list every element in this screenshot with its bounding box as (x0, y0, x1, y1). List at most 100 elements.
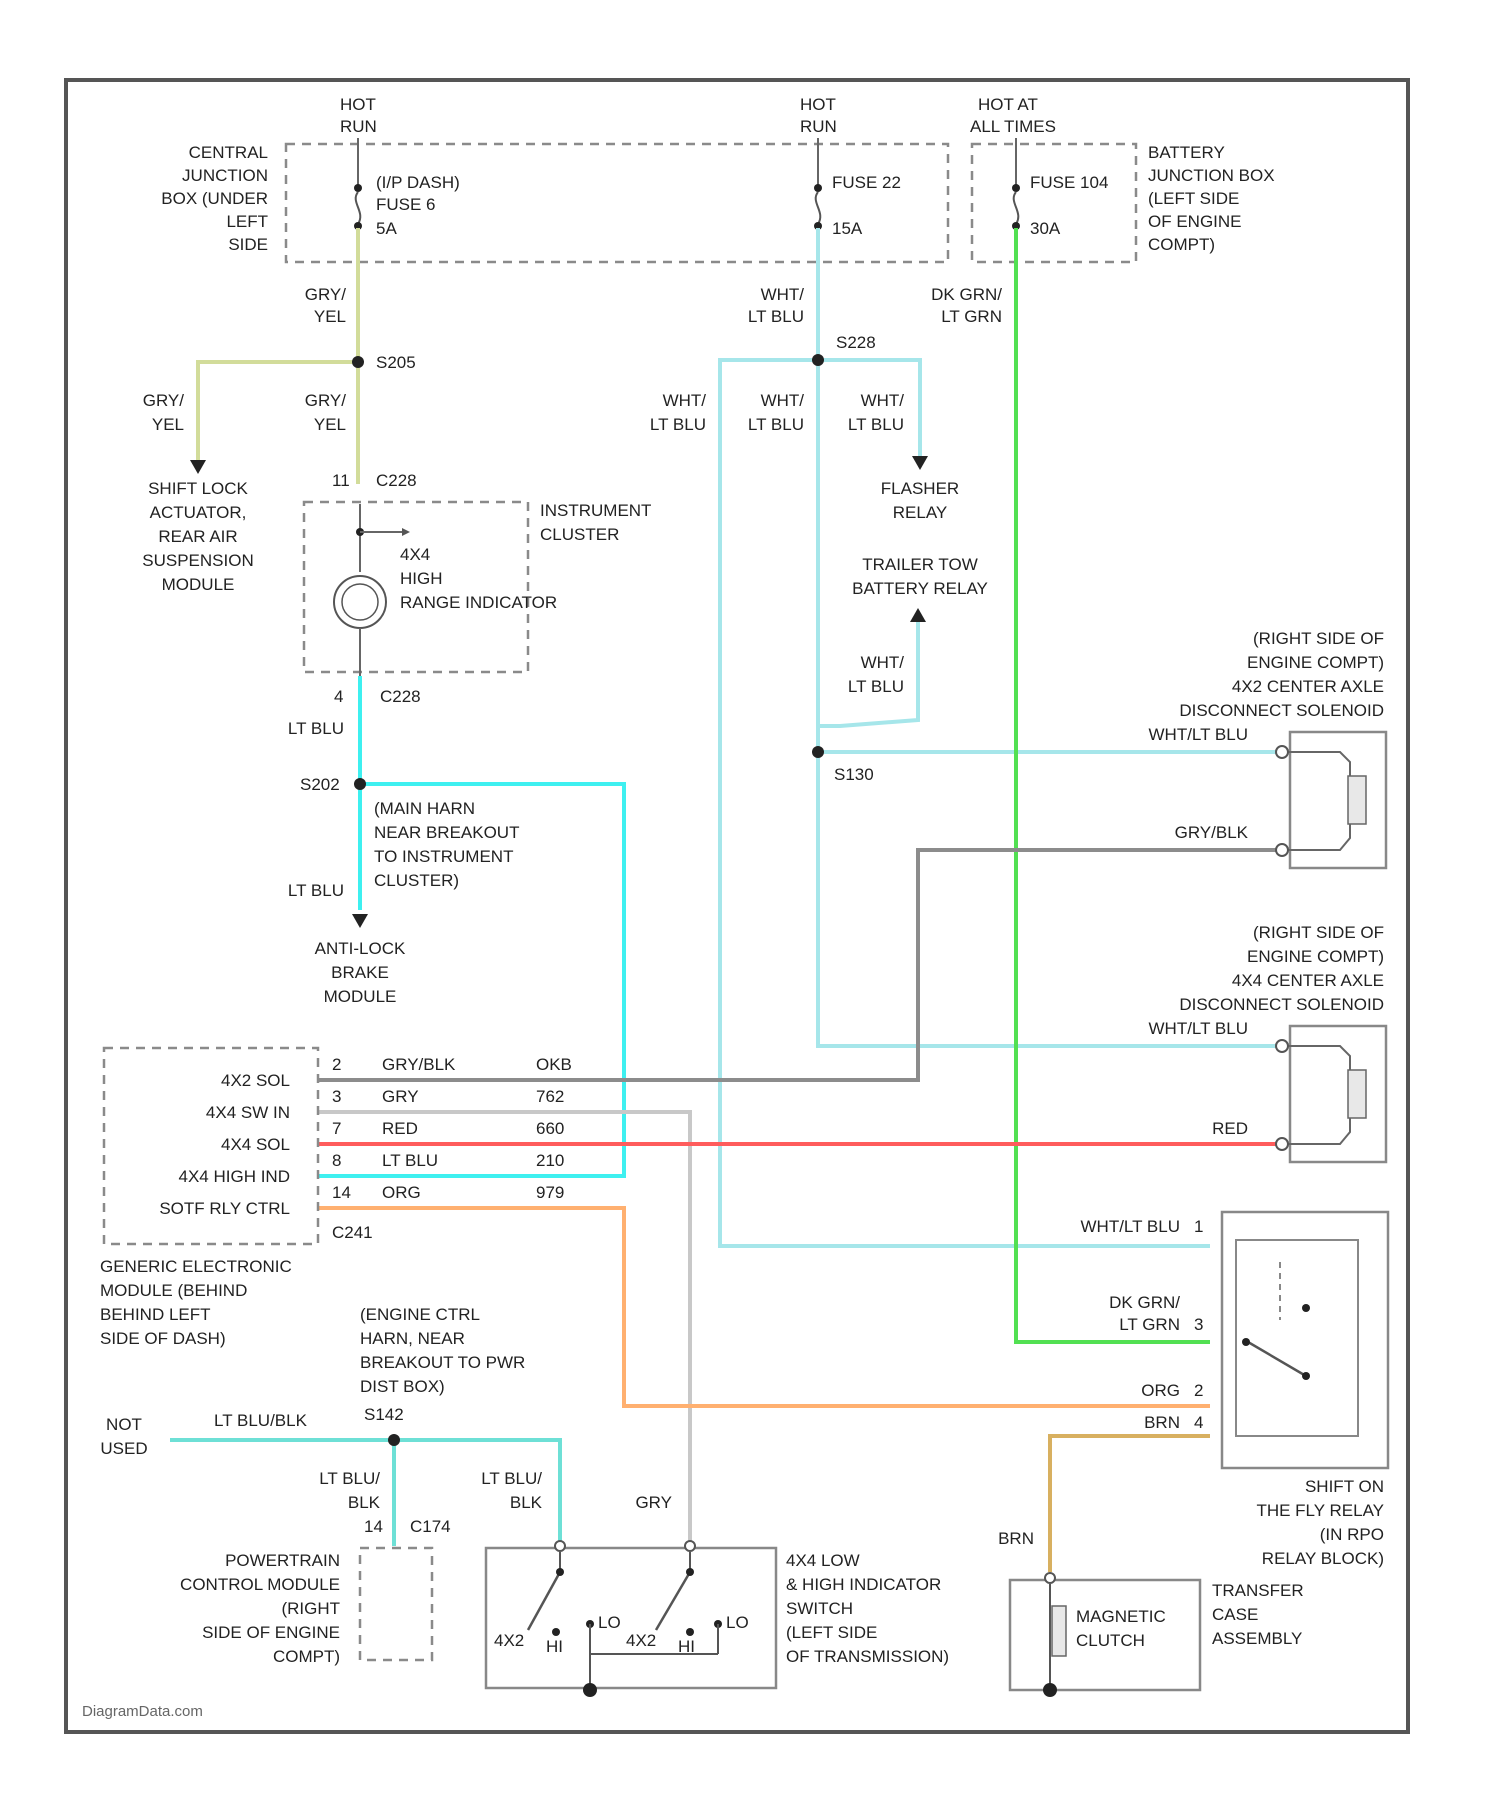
svg-text:4X2: 4X2 (494, 1631, 524, 1650)
svg-text:OF TRANSMISSION): OF TRANSMISSION) (786, 1647, 949, 1666)
label-wht-ltblu-sol2: WHT/LT BLU (1149, 1019, 1249, 1038)
svg-text:(LEFT SIDE: (LEFT SIDE (786, 1623, 877, 1642)
svg-text:979: 979 (536, 1183, 564, 1202)
gem-pin-numbers: 2 3 7 8 14 (332, 1055, 351, 1202)
svg-text:GRY/: GRY/ (143, 391, 185, 410)
fuse-104-label: FUSE 104 (1030, 173, 1108, 192)
label-gry-yel-1: GRY/ YEL (305, 285, 347, 326)
source-hot-all-times: HOT AT ALL TIMES (970, 95, 1056, 136)
svg-text:8: 8 (332, 1151, 341, 1170)
label-ltblu-blk: LT BLU/BLK (214, 1411, 308, 1430)
abs-module-label: ANTI-LOCK BRAKE MODULE (315, 939, 406, 1006)
svg-text:BOX (UNDER: BOX (UNDER (161, 189, 268, 208)
clutch-coil-icon (1052, 1606, 1066, 1656)
svg-text:GRY: GRY (382, 1087, 419, 1106)
connector-c241: C241 (332, 1223, 373, 1242)
svg-text:ORG: ORG (382, 1183, 421, 1202)
svg-text:3: 3 (1194, 1315, 1203, 1334)
svg-text:BATTERY RELAY: BATTERY RELAY (852, 579, 988, 598)
svg-text:RELAY: RELAY (893, 503, 948, 522)
svg-text:WHT/: WHT/ (761, 391, 805, 410)
splice-s205 (352, 356, 364, 368)
svg-text:SWITCH: SWITCH (786, 1599, 853, 1618)
svg-text:CLUSTER: CLUSTER (540, 525, 619, 544)
svg-text:WHT/: WHT/ (861, 391, 905, 410)
fuse-22-label: FUSE 22 (832, 173, 901, 192)
svg-text:RELAY BLOCK): RELAY BLOCK) (1262, 1549, 1384, 1568)
svg-text:DISCONNECT SOLENOID: DISCONNECT SOLENOID (1179, 701, 1384, 720)
svg-text:FLASHER: FLASHER (881, 479, 959, 498)
label-wht-ltblu-3: WHT/ LT BLU (748, 391, 804, 434)
not-used-label: NOT USED (100, 1415, 147, 1458)
svg-text:S142: S142 (364, 1405, 404, 1424)
svg-text:HIGH: HIGH (400, 569, 443, 588)
svg-text:5A: 5A (376, 219, 397, 238)
switch-contacts-icon (528, 1552, 722, 1690)
svg-text:LT BLU: LT BLU (748, 307, 804, 326)
label-ltblu-blk-2: LT BLU/ BLK (481, 1469, 542, 1512)
svg-text:WHT/: WHT/ (861, 653, 905, 672)
svg-text:14: 14 (364, 1517, 383, 1536)
switch-position-labels: 4X2 HI LO 4X2 HI LO (494, 1613, 749, 1656)
svg-text:GENERIC ELECTRONIC: GENERIC ELECTRONIC (100, 1257, 292, 1276)
svg-text:4X4 SOL: 4X4 SOL (221, 1135, 290, 1154)
svg-text:GRY/BLK: GRY/BLK (382, 1055, 456, 1074)
label-dkgrn-ltgrn-relay: DK GRN/ LT GRN (1109, 1293, 1180, 1334)
svg-text:SHIFT LOCK: SHIFT LOCK (148, 479, 248, 498)
gem-module-label: GENERIC ELECTRONIC MODULE (BEHIND BEHIND… (100, 1257, 292, 1348)
harness-note-label: (MAIN HARN NEAR BREAKOUT TO INSTRUMENT C… (374, 799, 519, 890)
svg-text:(RIGHT: (RIGHT (281, 1599, 340, 1618)
instrument-cluster-label: INSTRUMENT CLUSTER (540, 501, 651, 544)
svg-text:4X2: 4X2 (626, 1631, 656, 1650)
svg-text:LT BLU: LT BLU (650, 415, 706, 434)
svg-text:JUNCTION BOX: JUNCTION BOX (1148, 166, 1275, 185)
wire-brn (1050, 1436, 1210, 1572)
ground-point (1043, 1683, 1057, 1697)
svg-text:(I/P DASH): (I/P DASH) (376, 173, 460, 192)
svg-text:DK GRN/: DK GRN/ (1109, 1293, 1180, 1312)
label-gry-yel-2: GRY/ YEL (143, 391, 185, 434)
svg-text:TRANSFER: TRANSFER (1212, 1581, 1304, 1600)
splice-s130 (812, 746, 824, 758)
svg-text:GRY/: GRY/ (305, 391, 347, 410)
svg-text:4: 4 (1194, 1413, 1203, 1432)
splice-s228 (812, 354, 824, 366)
gem-pin-labels: 4X2 SOL 4X4 SW IN 4X4 SOL 4X4 HIGH IND S… (159, 1071, 290, 1218)
svg-text:POWERTRAIN: POWERTRAIN (225, 1551, 340, 1570)
svg-text:MODULE: MODULE (162, 575, 235, 594)
svg-text:DISCONNECT SOLENOID: DISCONNECT SOLENOID (1179, 995, 1384, 1014)
flasher-relay-label: FLASHER RELAY (881, 479, 959, 522)
splice-s142 (388, 1434, 400, 1446)
svg-text:ANTI-LOCK: ANTI-LOCK (315, 939, 406, 958)
svg-text:S130: S130 (834, 765, 874, 784)
svg-text:YEL: YEL (314, 307, 346, 326)
splice-s202 (354, 778, 366, 790)
relay-pin-numbers: 1 3 2 4 (1194, 1217, 1203, 1432)
shift-relay-label: SHIFT ON THE FLY RELAY (IN RPO RELAY BLO… (1256, 1477, 1384, 1568)
indicator-4x4-label: 4X4 HIGH RANGE INDICATOR (400, 545, 557, 612)
battery-junction-box (972, 144, 1136, 262)
svg-text:OF ENGINE: OF ENGINE (1148, 212, 1242, 231)
svg-text:YEL: YEL (152, 415, 184, 434)
svg-text:HOT: HOT (800, 95, 836, 114)
svg-text:LT BLU: LT BLU (382, 1151, 438, 1170)
svg-text:660: 660 (536, 1119, 564, 1138)
svg-text:ALL TIMES: ALL TIMES (970, 117, 1056, 136)
svg-text:1: 1 (1194, 1217, 1203, 1236)
trailer-tow-label: TRAILER TOW BATTERY RELAY (852, 555, 988, 598)
svg-text:REAR AIR: REAR AIR (158, 527, 237, 546)
fuse-6-label: (I/P DASH) FUSE 6 5A (376, 173, 460, 238)
label-wht-ltblu-5: WHT/ LT BLU (848, 653, 904, 696)
svg-text:RUN: RUN (800, 117, 837, 136)
svg-text:3: 3 (332, 1087, 341, 1106)
fuse-104-icon (1014, 192, 1019, 224)
svg-text:SUSPENSION: SUSPENSION (142, 551, 253, 570)
pcm-label: POWERTRAIN CONTROL MODULE (RIGHT SIDE OF… (180, 1551, 340, 1666)
svg-text:4: 4 (334, 687, 343, 706)
svg-text:USED: USED (100, 1439, 147, 1458)
svg-text:DIST BOX): DIST BOX) (360, 1377, 445, 1396)
label-wht-ltblu-4: WHT/ LT BLU (848, 391, 904, 434)
label-gry-blk-sol1: GRY/BLK (1175, 823, 1249, 842)
svg-text:LT BLU: LT BLU (748, 415, 804, 434)
